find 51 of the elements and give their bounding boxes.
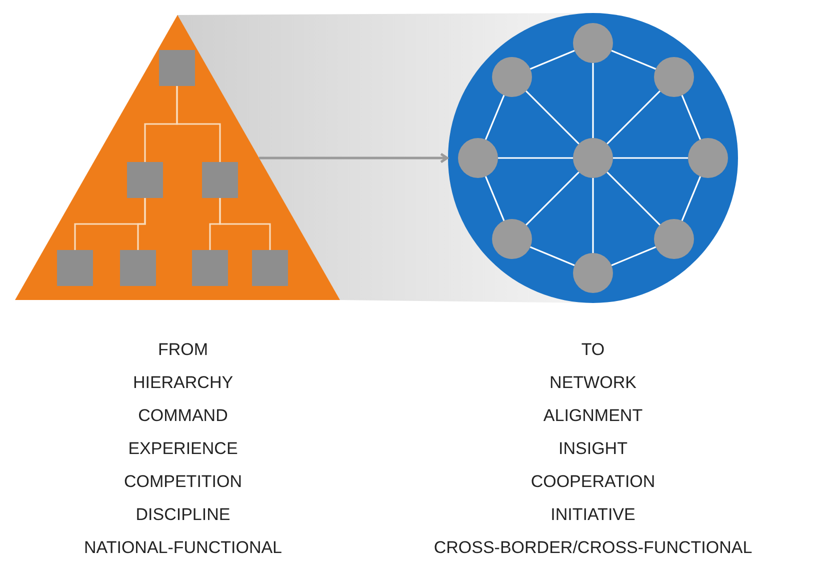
org-box [252,250,288,286]
network-link [681,94,702,140]
network-node [654,219,694,260]
network-link [606,172,661,226]
network-link [525,90,580,144]
network-link [592,63,594,138]
network-node [573,138,613,178]
caption-text: HIERARCHY [132,373,234,393]
arrow [259,152,448,164]
network-link [592,178,594,253]
network-link [484,94,505,140]
caption-text: COMPETITION [124,472,242,492]
caption-text: NATIONAL-FUNCTIONAL [84,538,282,558]
network-node [573,23,613,63]
org-box [120,250,156,286]
org-box [159,50,195,86]
tree-connector [137,198,146,250]
tree-connector [176,86,221,162]
network-node [458,138,498,178]
network-node [654,56,694,97]
org-box [127,162,163,198]
caption-text: COOPERATION [530,472,656,492]
org-triangle [15,15,340,300]
caption-text: TO [581,340,605,360]
network-link [611,50,656,70]
tree-connector [219,198,271,250]
caption-text: NETWORK [550,373,636,393]
network-link [606,90,661,144]
network-link [530,246,575,266]
caption-text: INSIGHT [558,439,628,459]
caption-text: CROSS-BORDER/CROSS-FUNCTIONAL [434,538,752,558]
caption-text: ALIGNMENT [543,406,643,426]
network-link [681,176,702,222]
caption-text: FROM [158,340,208,360]
network-link [613,157,688,159]
network-link [484,176,505,222]
network-link [611,246,656,266]
network-link [498,157,573,159]
network-link [530,50,575,70]
caption-text: INITIATIVE [550,505,636,525]
network-node [492,56,532,97]
network-node [573,253,613,293]
org-box [202,162,238,198]
caption-text: COMMAND [138,406,228,426]
org-box [57,250,93,286]
network-node [688,138,728,178]
caption-text: DISCIPLINE [136,505,230,525]
caption-text: EXPERIENCE [128,439,238,459]
network-link [525,172,580,226]
network-node [492,219,532,260]
org-box [192,250,228,286]
